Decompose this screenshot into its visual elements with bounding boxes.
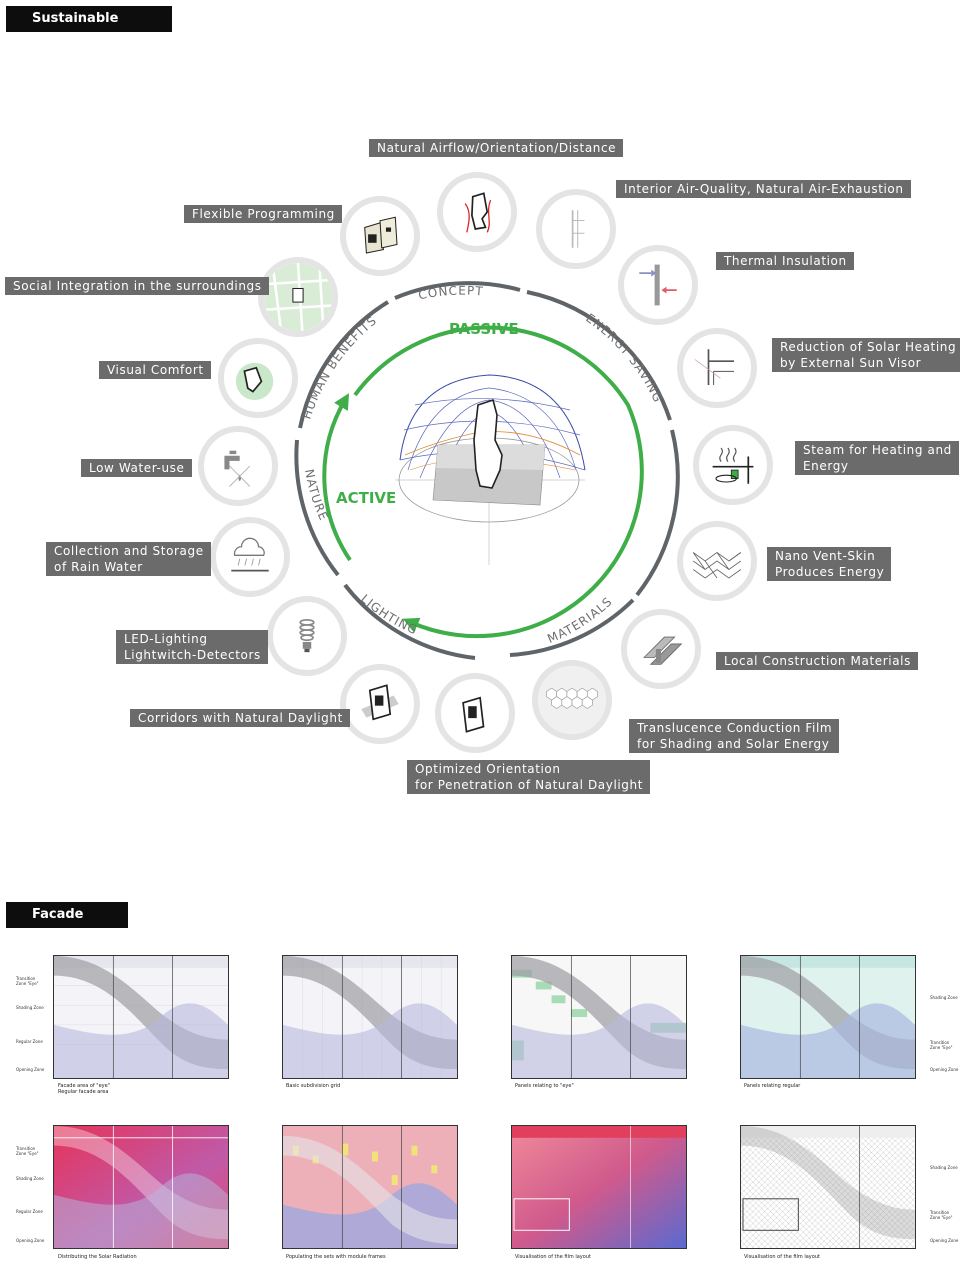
label-corridors: Corridors with Natural Daylight [130, 709, 350, 727]
zone-label-shading: Shading Zone [16, 1005, 44, 1010]
zone-label-right-opening-2: Opening Zone [930, 1238, 959, 1243]
facade-panel-eye-area [53, 955, 229, 1079]
caption-module-frames: Populating the sets with module frames [286, 1254, 386, 1260]
ring-segment-right [635, 429, 680, 597]
ring-segment-energy [526, 290, 672, 421]
zone-label-right-opening: Opening Zone [930, 1067, 959, 1072]
facade-setup-header: Facade Setup [6, 902, 128, 948]
ring-segment-nature [294, 439, 340, 577]
zone-label-right-transition-2: Transition Zone "Eye" [930, 1210, 953, 1220]
corridor-icon [340, 664, 420, 744]
zone-label-transition-2: Transition Zone "Eye" [16, 1146, 39, 1156]
outer-ring [294, 281, 680, 660]
label-local-materials: Local Construction Materials [716, 652, 918, 670]
nano-mesh-icon [677, 521, 757, 601]
zone-label-transition: Transition Zone "Eye" [16, 976, 39, 986]
passive-label: PASSIVE [449, 320, 519, 338]
flexible-programming-icon [340, 196, 420, 276]
caption-panels-regular: Panels relating regular [744, 1083, 801, 1089]
facade-panel-film-layout-color [511, 1125, 687, 1249]
steam-icon [693, 425, 773, 505]
label-natural-airflow: Natural Airflow/Orientation/Distance [369, 139, 624, 157]
active-label: ACTIVE [336, 489, 396, 507]
facade-panel-regular-panels [740, 955, 916, 1079]
ring-segment-materials [509, 598, 635, 657]
facade-panel-module-frames [282, 1125, 458, 1249]
zone-label-shading-2: Shading Zone [16, 1176, 44, 1181]
caption-film-layout-1: Visualisation of the film layout [515, 1254, 591, 1260]
label-air-quality: Interior Air-Quality, Natural Air-Exhaus… [616, 180, 911, 198]
zone-label-right-shading: Shading Zone [930, 995, 958, 1000]
sun-visor-icon [677, 328, 757, 408]
hexagon-film-icon [532, 660, 612, 740]
facade-panel-eye-panels [511, 955, 687, 1079]
active-arc [322, 393, 352, 562]
orientation-icon [435, 673, 515, 753]
passive-arc [353, 325, 644, 639]
steel-beam-icon [621, 609, 701, 689]
label-low-water: Low Water-use [81, 459, 192, 477]
caption-solar-radiation: Distributing the Solar Radiation [58, 1254, 137, 1260]
zone-label-opening-2: Opening Zone [16, 1238, 45, 1243]
label-thermal-insulation: Thermal Insulation [716, 252, 854, 270]
ring-segment-lighting [343, 583, 476, 660]
zone-label-right-shading-2: Shading Zone [930, 1165, 958, 1170]
label-visual-comfort: Visual Comfort [99, 361, 211, 379]
facade-panel-film-layout-mono [740, 1125, 916, 1249]
green-cycle [322, 325, 644, 639]
caption-facade-eye: Facade area of "eye"Regular facade area [58, 1083, 110, 1095]
water-tap-icon [198, 426, 278, 506]
thermal-insulation-icon [618, 245, 698, 325]
social-integration-icon [258, 257, 338, 337]
caption-panels-eye: Panels relating to "eye" [515, 1083, 574, 1089]
label-flexible-programming: Flexible Programming [184, 205, 342, 223]
air-quality-icon [536, 189, 616, 269]
label-social-integration: Social Integration in the surroundings [5, 277, 269, 295]
zone-label-regular-2: Regular Zone [16, 1209, 43, 1214]
rain-cloud-icon [210, 517, 290, 597]
zone-label-opening: Opening Zone [16, 1067, 45, 1072]
facade-panel-solar-radiation [53, 1125, 229, 1249]
visual-comfort-icon [218, 338, 298, 418]
caption-film-layout-2: Visualisation of the film layout [744, 1254, 820, 1260]
caption-subdivision-grid: Basic subdivision grid [286, 1083, 341, 1089]
zone-label-right-transition: Transition Zone "Eye" [930, 1040, 953, 1050]
led-bulb-icon [267, 596, 347, 676]
solar-dome-model [395, 374, 586, 565]
sustainability-ring-diagram: CONCEPT ENERGY SAVING MATERIALS LIGHTING… [294, 281, 680, 660]
ring-segment-concept [394, 281, 521, 300]
zone-label-regular: Regular Zone [16, 1039, 43, 1044]
ring-label-energy-saving: ENERGY SAVING [583, 311, 665, 405]
facade-panel-subdivision-grid [282, 955, 458, 1079]
sustainable-design-header: Sustainable Design [6, 6, 172, 52]
airflow-icon [437, 172, 517, 252]
ring-label-lighting: LIGHTING [358, 592, 420, 638]
ring-segment-human [298, 300, 390, 429]
